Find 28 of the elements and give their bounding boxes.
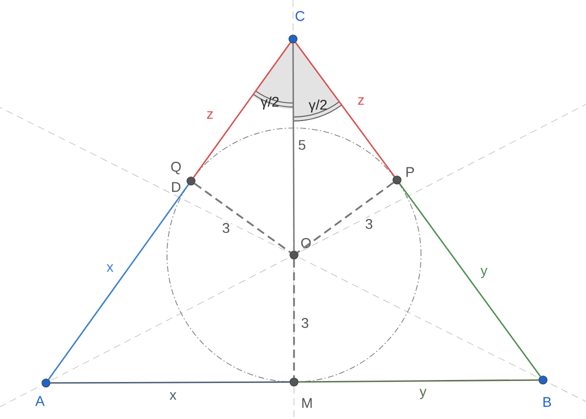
line-segment: [399, 183, 541, 377]
line-segment: [48, 184, 190, 380]
point-label: D: [172, 182, 180, 192]
line-segment: [293, 259, 295, 378]
line-segment: [298, 379, 539, 383]
edge-label: x: [168, 391, 178, 401]
point-label: B: [543, 397, 551, 407]
line-segment: [50, 381, 290, 384]
line-segment: [292, 43, 295, 251]
point-label: M: [302, 398, 312, 408]
edge-label: 3: [220, 222, 232, 234]
line-segment: [194, 182, 291, 254]
edge-label: 5: [296, 138, 308, 152]
edge-label: z: [205, 110, 215, 120]
edge-label: 3: [364, 218, 374, 230]
edge-label: z: [356, 96, 366, 106]
point-label: Q: [171, 162, 181, 174]
point-label: C: [296, 11, 305, 21]
angle-label: γ/2: [308, 99, 327, 113]
line-segment: [297, 182, 394, 254]
line-segment: [193, 42, 292, 178]
point-label: A: [35, 396, 45, 406]
point-label: P: [406, 167, 414, 177]
edge-label: y: [479, 266, 489, 280]
edge-label: x: [105, 263, 115, 273]
edge-label: 3: [300, 316, 310, 330]
line-segment: [295, 42, 395, 177]
edge-label: y: [418, 388, 428, 400]
